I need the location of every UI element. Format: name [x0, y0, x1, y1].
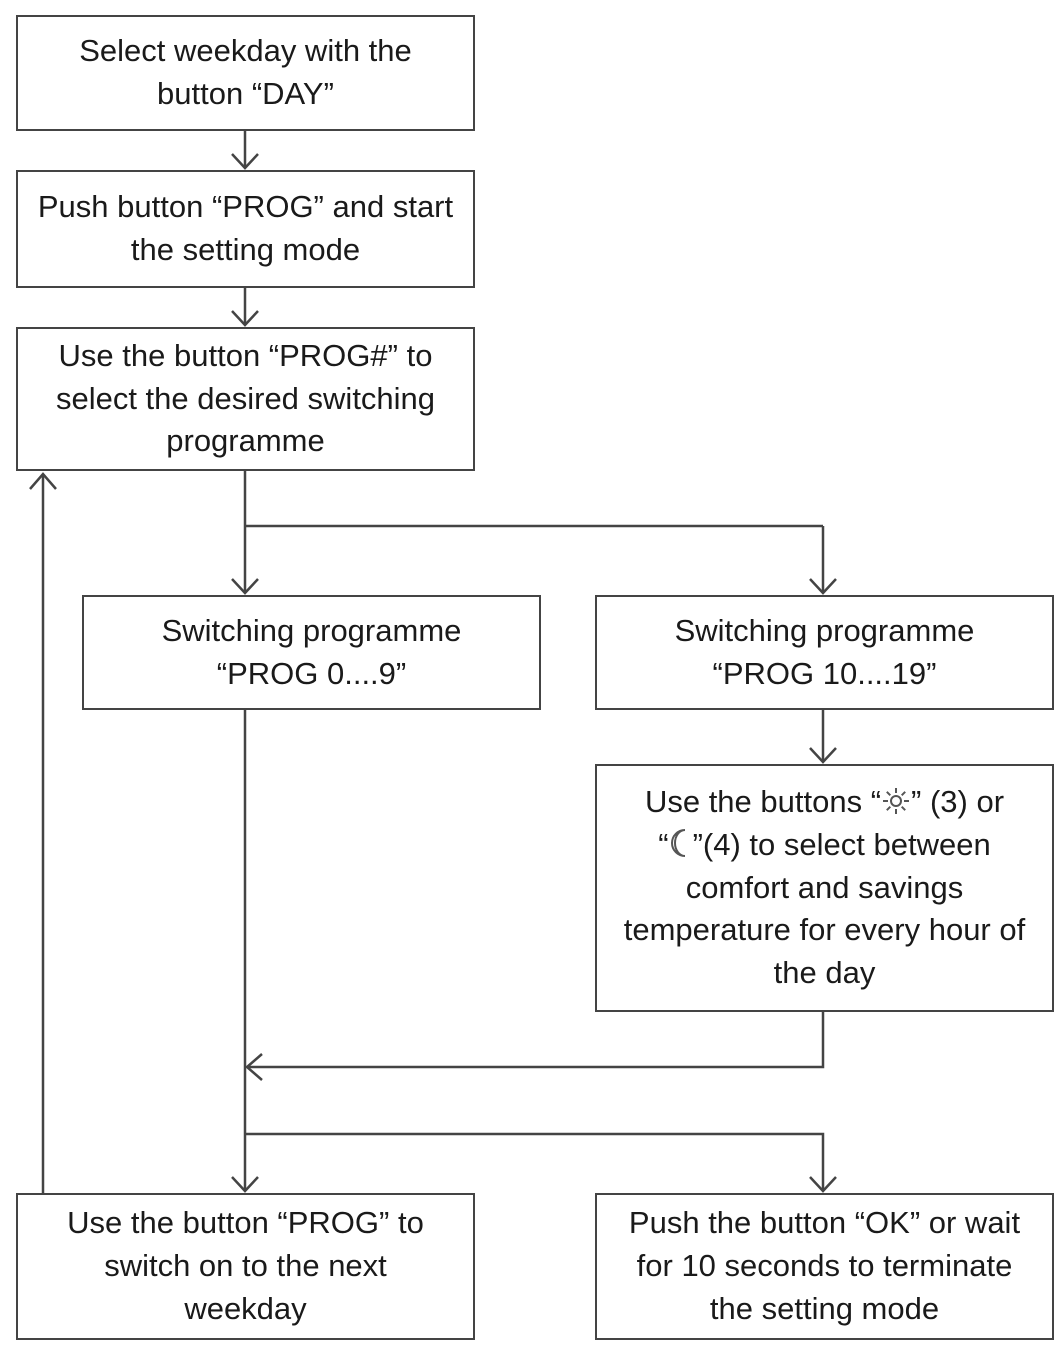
- arrowhead-day-to-prog: [231, 153, 259, 170]
- next-weekday-line-1: Use the button “PROG” to: [67, 1205, 424, 1241]
- select-weekday-line-1: Select weekday with the: [79, 33, 412, 69]
- sun-moon-line-2: “ ”(4) to select between: [624, 824, 1025, 867]
- sun-moon-line-5: the day: [773, 955, 876, 991]
- arrowhead-to-prog-0-9: [231, 578, 259, 595]
- arrowhead-prog-to-select: [231, 310, 259, 327]
- prog-10-19-line-2: “PROG 10....19”: [712, 655, 937, 691]
- push-prog-line-2: the setting mode: [130, 232, 361, 267]
- prog-10-19-line-1: Switching programme: [674, 612, 975, 648]
- arrowhead-to-terminate: [809, 1176, 837, 1193]
- next-weekday-line-3: weekday: [184, 1290, 307, 1326]
- sun-moon-line-1-post: ” (3) or: [911, 784, 1005, 820]
- prog-0-9-box: Switching programme “PROG 0....9”: [82, 595, 541, 710]
- sun-moon-line-2-post: ”(4) to select between: [692, 826, 991, 862]
- select-weekday-box: Select weekday with the button “DAY”: [16, 15, 475, 131]
- terminate-line-2: for 10 seconds to terminate: [636, 1248, 1013, 1284]
- select-programme-box: Use the button “PROG#” to select the des…: [16, 327, 475, 471]
- sun-moon-line-4: temperature for every hour of: [623, 912, 1026, 948]
- line-sun-moon-return: [247, 1012, 825, 1069]
- moon-icon: [670, 828, 685, 857]
- push-prog-line-1: Push button “PROG” and start: [37, 189, 454, 225]
- next-weekday-line-2: switch on to the next: [104, 1248, 387, 1284]
- line-split-to-terminate: [245, 1132, 825, 1191]
- prog-0-9-line-1: Switching programme: [161, 612, 462, 648]
- sun-moon-line-1: Use the buttons “ ” (3) or: [624, 781, 1025, 824]
- select-programme-line-1: Use the button “PROG#” to: [58, 337, 433, 373]
- arrowhead-loop-back: [29, 472, 57, 490]
- sun-icon: [883, 788, 910, 815]
- sun-moon-line-3: comfort and savings: [685, 869, 964, 905]
- prog-10-19-box: Switching programme “PROG 10....19”: [595, 595, 1054, 710]
- sun-moon-line-1-pre: Use the buttons “: [644, 784, 882, 820]
- push-prog-box: Push button “PROG” and start the setting…: [16, 170, 475, 288]
- next-weekday-box: Use the button “PROG” to switch on to th…: [16, 1193, 475, 1340]
- terminate-box: Push the button “OK” or wait for 10 seco…: [595, 1193, 1054, 1340]
- select-weekday-line-2: button “DAY”: [157, 76, 334, 111]
- arrowhead-return: [245, 1053, 263, 1081]
- prog-0-9-line-2: “PROG 0....9”: [216, 655, 407, 691]
- terminate-line-3: the setting mode: [709, 1290, 940, 1326]
- sun-moon-box: Use the buttons “ ” (3) or “ ”(4) to selec…: [595, 764, 1054, 1012]
- arrowhead-to-next-weekday: [231, 1176, 259, 1193]
- sun-moon-line-2-pre: “: [658, 826, 669, 862]
- select-programme-line-2: select the desired switching: [55, 380, 436, 416]
- arrowhead-to-sun-moon: [809, 747, 837, 764]
- arrowhead-to-prog-10-19: [809, 578, 837, 595]
- terminate-line-1: Push the button “OK” or wait: [628, 1205, 1021, 1241]
- select-programme-line-3: programme: [166, 423, 325, 459]
